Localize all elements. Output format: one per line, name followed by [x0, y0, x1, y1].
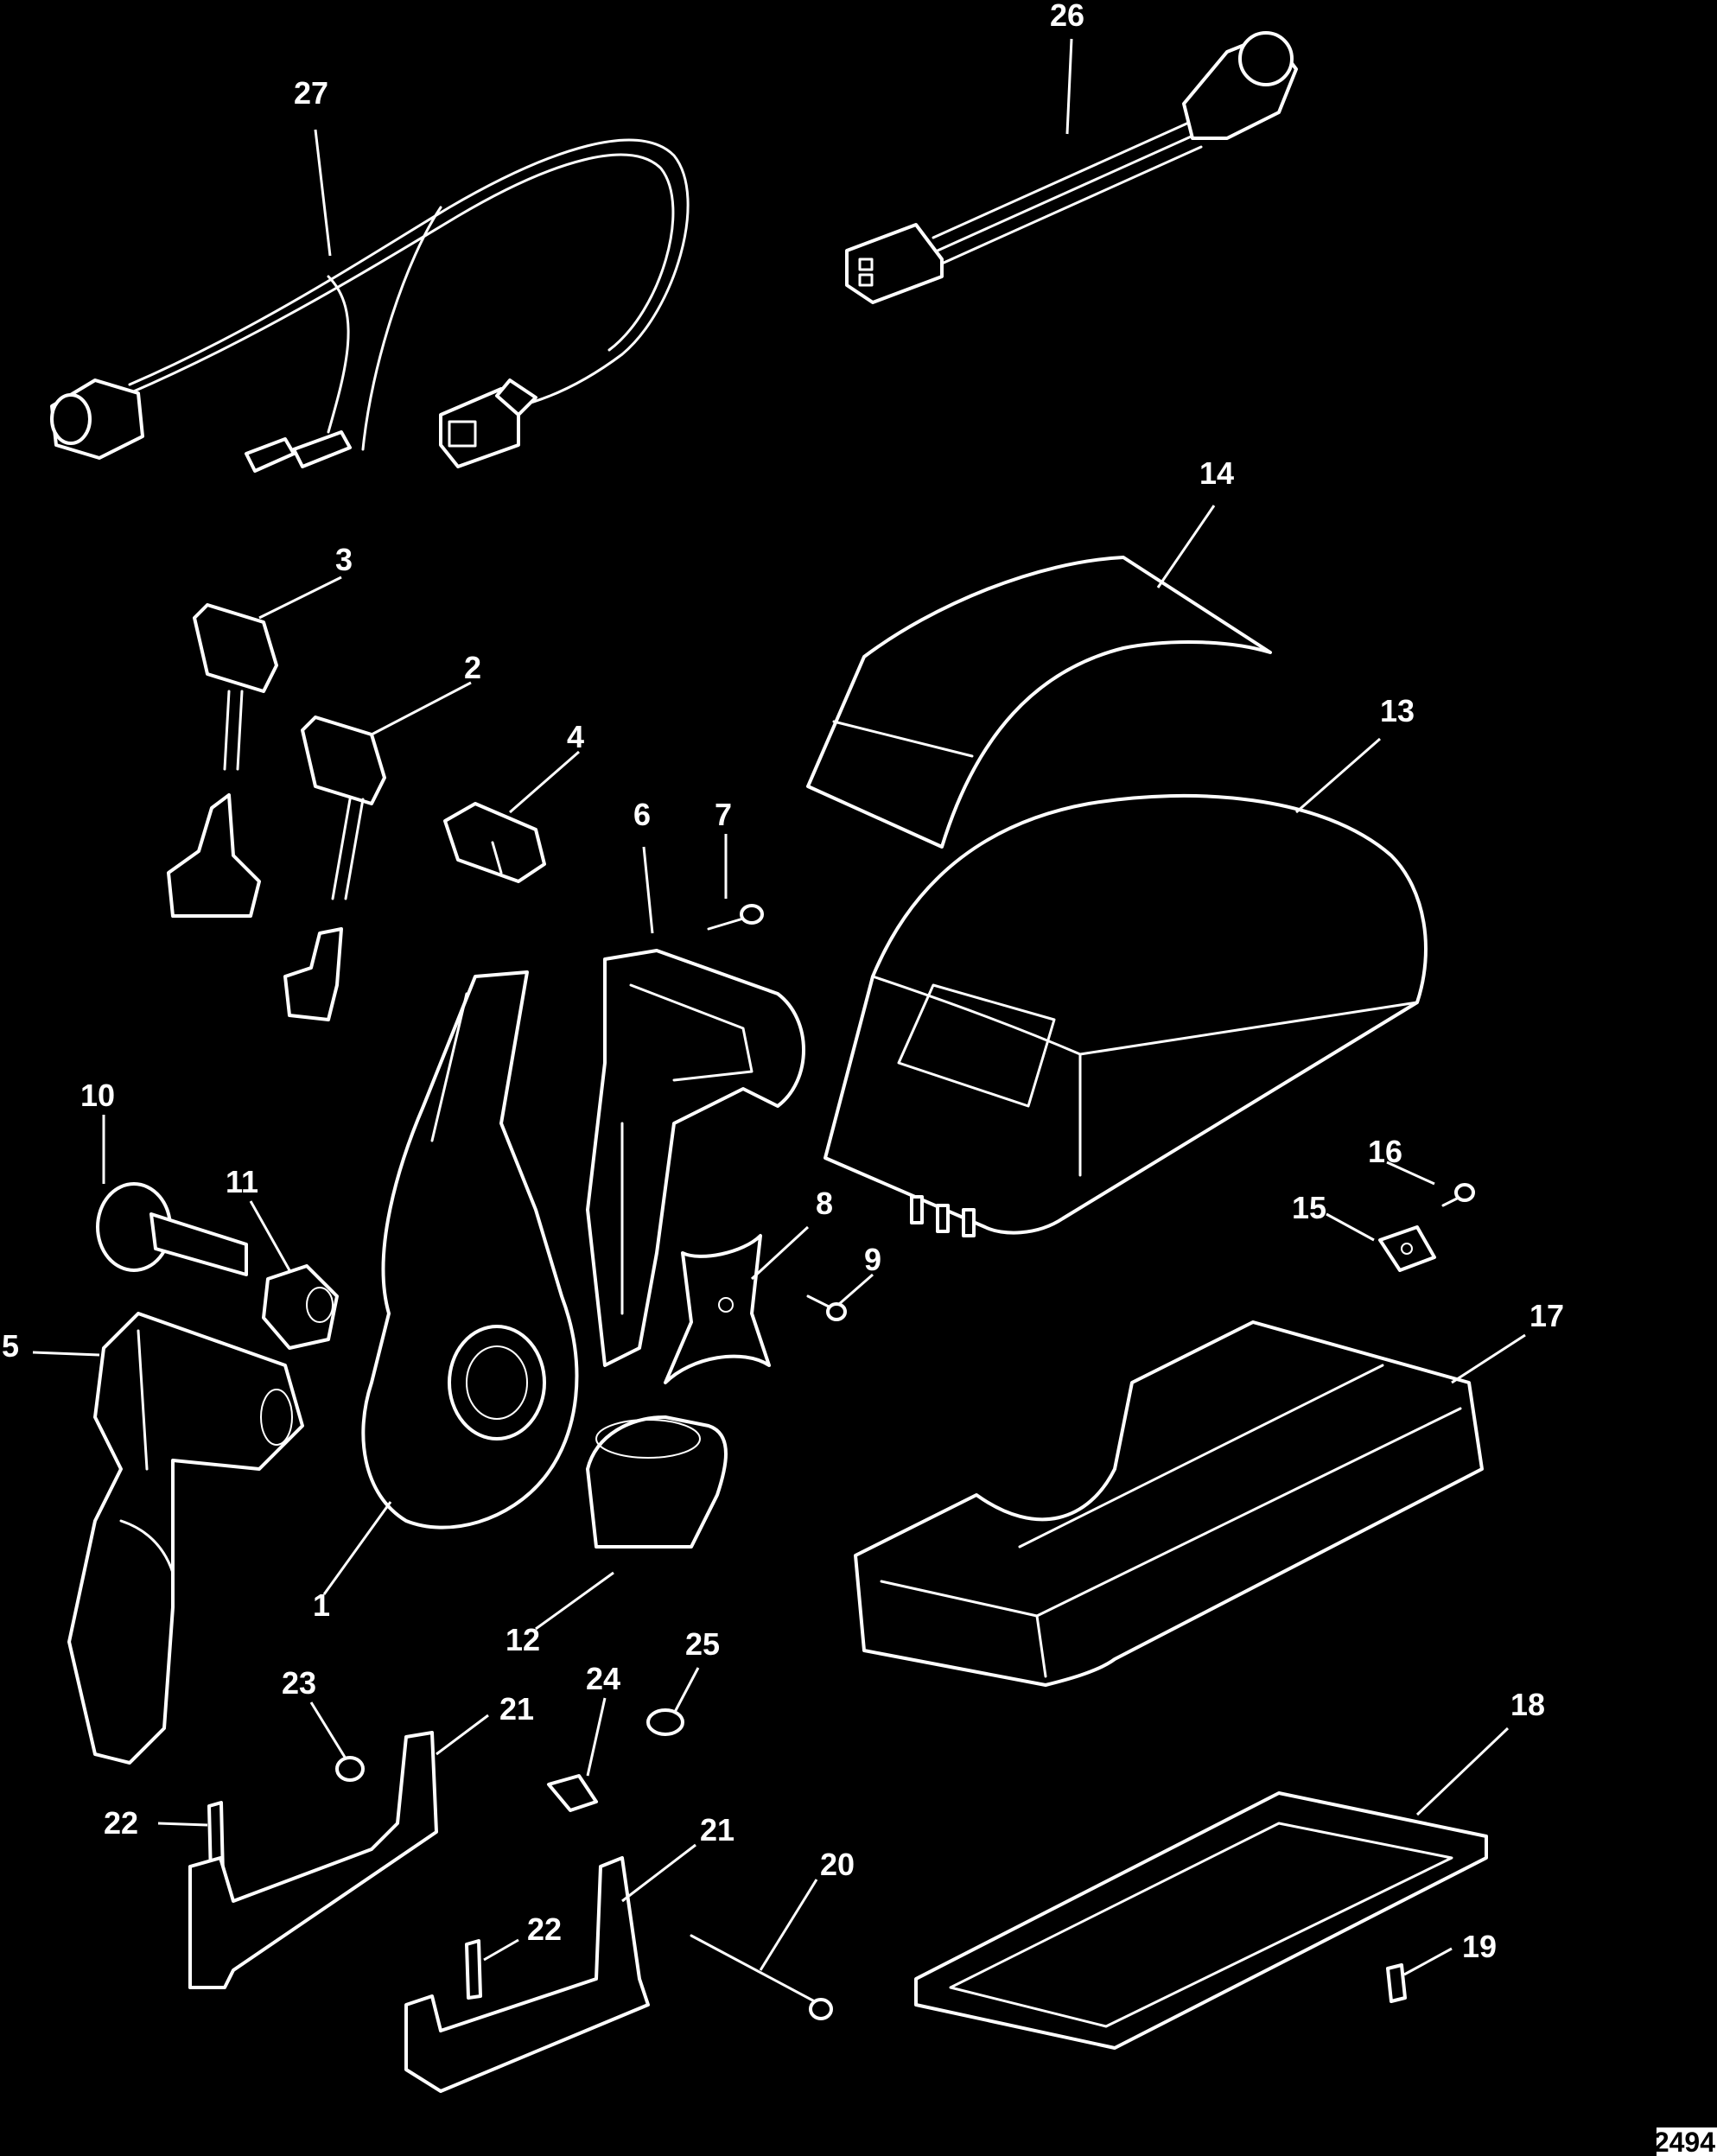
callout-1: 1 — [313, 1587, 330, 1623]
part-26-trim-harness — [845, 31, 1298, 304]
part-27-wiring-harness — [50, 138, 690, 473]
part-25-clamp — [646, 1708, 684, 1736]
leader-lines — [32, 38, 1526, 1976]
part-10-cap — [96, 1182, 248, 1276]
callout-17: 17 — [1529, 1298, 1564, 1333]
part-18-gasket — [914, 1791, 1488, 2050]
part-17-base — [854, 1320, 1484, 1687]
part-1-lever-body — [361, 970, 579, 1530]
part-5-handle — [67, 1312, 304, 1765]
part-11-bushing — [262, 1264, 339, 1350]
part-6-handle-shell — [586, 949, 805, 1367]
part-12-ring — [586, 1415, 728, 1549]
callout-16: 16 — [1368, 1134, 1402, 1169]
callout-2: 2 — [464, 650, 481, 685]
callout-25: 25 — [685, 1626, 720, 1662]
part-22-screw-lower — [465, 1939, 482, 2000]
callout-21-lower: 21 — [700, 1812, 734, 1848]
callout-22-lower: 22 — [527, 1911, 562, 1947]
part-2-switch — [283, 715, 386, 1021]
callout-11: 11 — [226, 1164, 258, 1199]
figure-id-tab: 2494 — [1654, 2127, 1717, 2156]
callout-13: 13 — [1380, 693, 1415, 728]
callout-9: 9 — [864, 1242, 881, 1277]
callout-14: 14 — [1199, 455, 1234, 491]
callout-22-upper: 22 — [104, 1805, 138, 1841]
callout-26: 26 — [1050, 0, 1084, 33]
part-21-bracket-upper — [188, 1731, 438, 1989]
part-23-nut — [335, 1756, 365, 1782]
callout-18: 18 — [1510, 1687, 1545, 1722]
callout-27: 27 — [294, 75, 328, 111]
callout-6: 6 — [633, 797, 651, 832]
part-21-bracket-lower — [404, 1856, 650, 2093]
figure-id: 2494 — [1654, 2127, 1715, 2156]
callout-19: 19 — [1462, 1929, 1497, 1964]
callout-4: 4 — [567, 719, 584, 754]
callout-10: 10 — [80, 1078, 115, 1113]
callout-23: 23 — [282, 1665, 316, 1701]
callout-24: 24 — [586, 1661, 620, 1696]
callout-8: 8 — [816, 1186, 833, 1221]
part-20-bolt — [690, 1934, 833, 2020]
part-3-switch — [167, 603, 278, 918]
callout-21-upper: 21 — [499, 1691, 534, 1727]
part-15-clip — [1378, 1225, 1436, 1272]
callout-15: 15 — [1292, 1190, 1326, 1225]
part-24-clip — [547, 1774, 598, 1812]
part-13-top-cover — [824, 793, 1428, 1237]
callout-labels: 27 26 14 13 3 2 4 6 7 16 15 8 9 17 10 11… — [2, 0, 1564, 1964]
part-9-screw — [806, 1294, 847, 1321]
part-4-block — [443, 802, 546, 883]
callout-20: 20 — [820, 1847, 855, 1882]
part-19-screw — [1386, 1963, 1407, 2003]
callout-5: 5 — [2, 1328, 19, 1364]
part-16-screw — [1441, 1183, 1475, 1207]
callout-3: 3 — [335, 542, 353, 577]
part-7-screw — [707, 904, 764, 931]
part-14-cover-decal — [806, 556, 1272, 849]
part-8-detent-plate — [664, 1234, 771, 1384]
callout-12: 12 — [506, 1622, 540, 1657]
callout-7: 7 — [715, 797, 732, 832]
